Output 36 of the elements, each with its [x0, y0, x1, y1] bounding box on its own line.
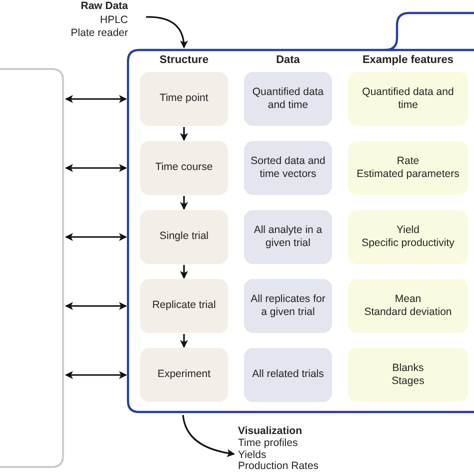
list-item: Time profiles: [238, 438, 299, 450]
info-card: Mean Standard deviation: [348, 279, 468, 333]
list-item: Production Rates: [238, 461, 320, 473]
info-card: Single trial: [140, 210, 228, 264]
arrow: [180, 334, 188, 348]
arrow: [180, 127, 188, 141]
info-card: Sorted data and time vectors: [244, 141, 332, 195]
info-card: Time point: [140, 72, 228, 126]
arrow: [65, 371, 127, 379]
info-card: All analyte in a given trial: [244, 210, 332, 264]
column-heading: Structure: [158, 54, 210, 66]
info-card: Quantified data and time: [244, 72, 332, 126]
column-heading: Example features: [361, 54, 455, 66]
info-card: Yield Specific productivity: [348, 210, 468, 264]
list-heading: Visualization: [238, 426, 303, 438]
list-item: HPLC: [98, 14, 128, 28]
arrow: [65, 164, 127, 172]
info-card: Rate Estimated parameters: [348, 141, 468, 195]
list-item: Plate reader: [70, 27, 128, 41]
list-item: Yields: [238, 450, 268, 461]
arrow: [65, 233, 127, 241]
arrow: [180, 265, 188, 279]
info-card: Blanks Stages: [348, 348, 468, 402]
info-card: Quantified data and time: [348, 72, 468, 126]
info-card: Experiment: [140, 348, 228, 402]
column-heading: Data: [275, 54, 301, 66]
arrow: [65, 302, 127, 310]
info-card: All replicates for a given trial: [244, 279, 332, 333]
info-card: All related trials: [244, 348, 332, 402]
arrow: [65, 95, 127, 103]
info-card: Time course: [140, 141, 228, 195]
arrow: [180, 196, 188, 210]
arrow: [182, 414, 235, 457]
list-heading: Raw Data: [80, 0, 128, 14]
info-card: Replicate trial: [140, 279, 228, 333]
arrow: [146, 16, 188, 48]
